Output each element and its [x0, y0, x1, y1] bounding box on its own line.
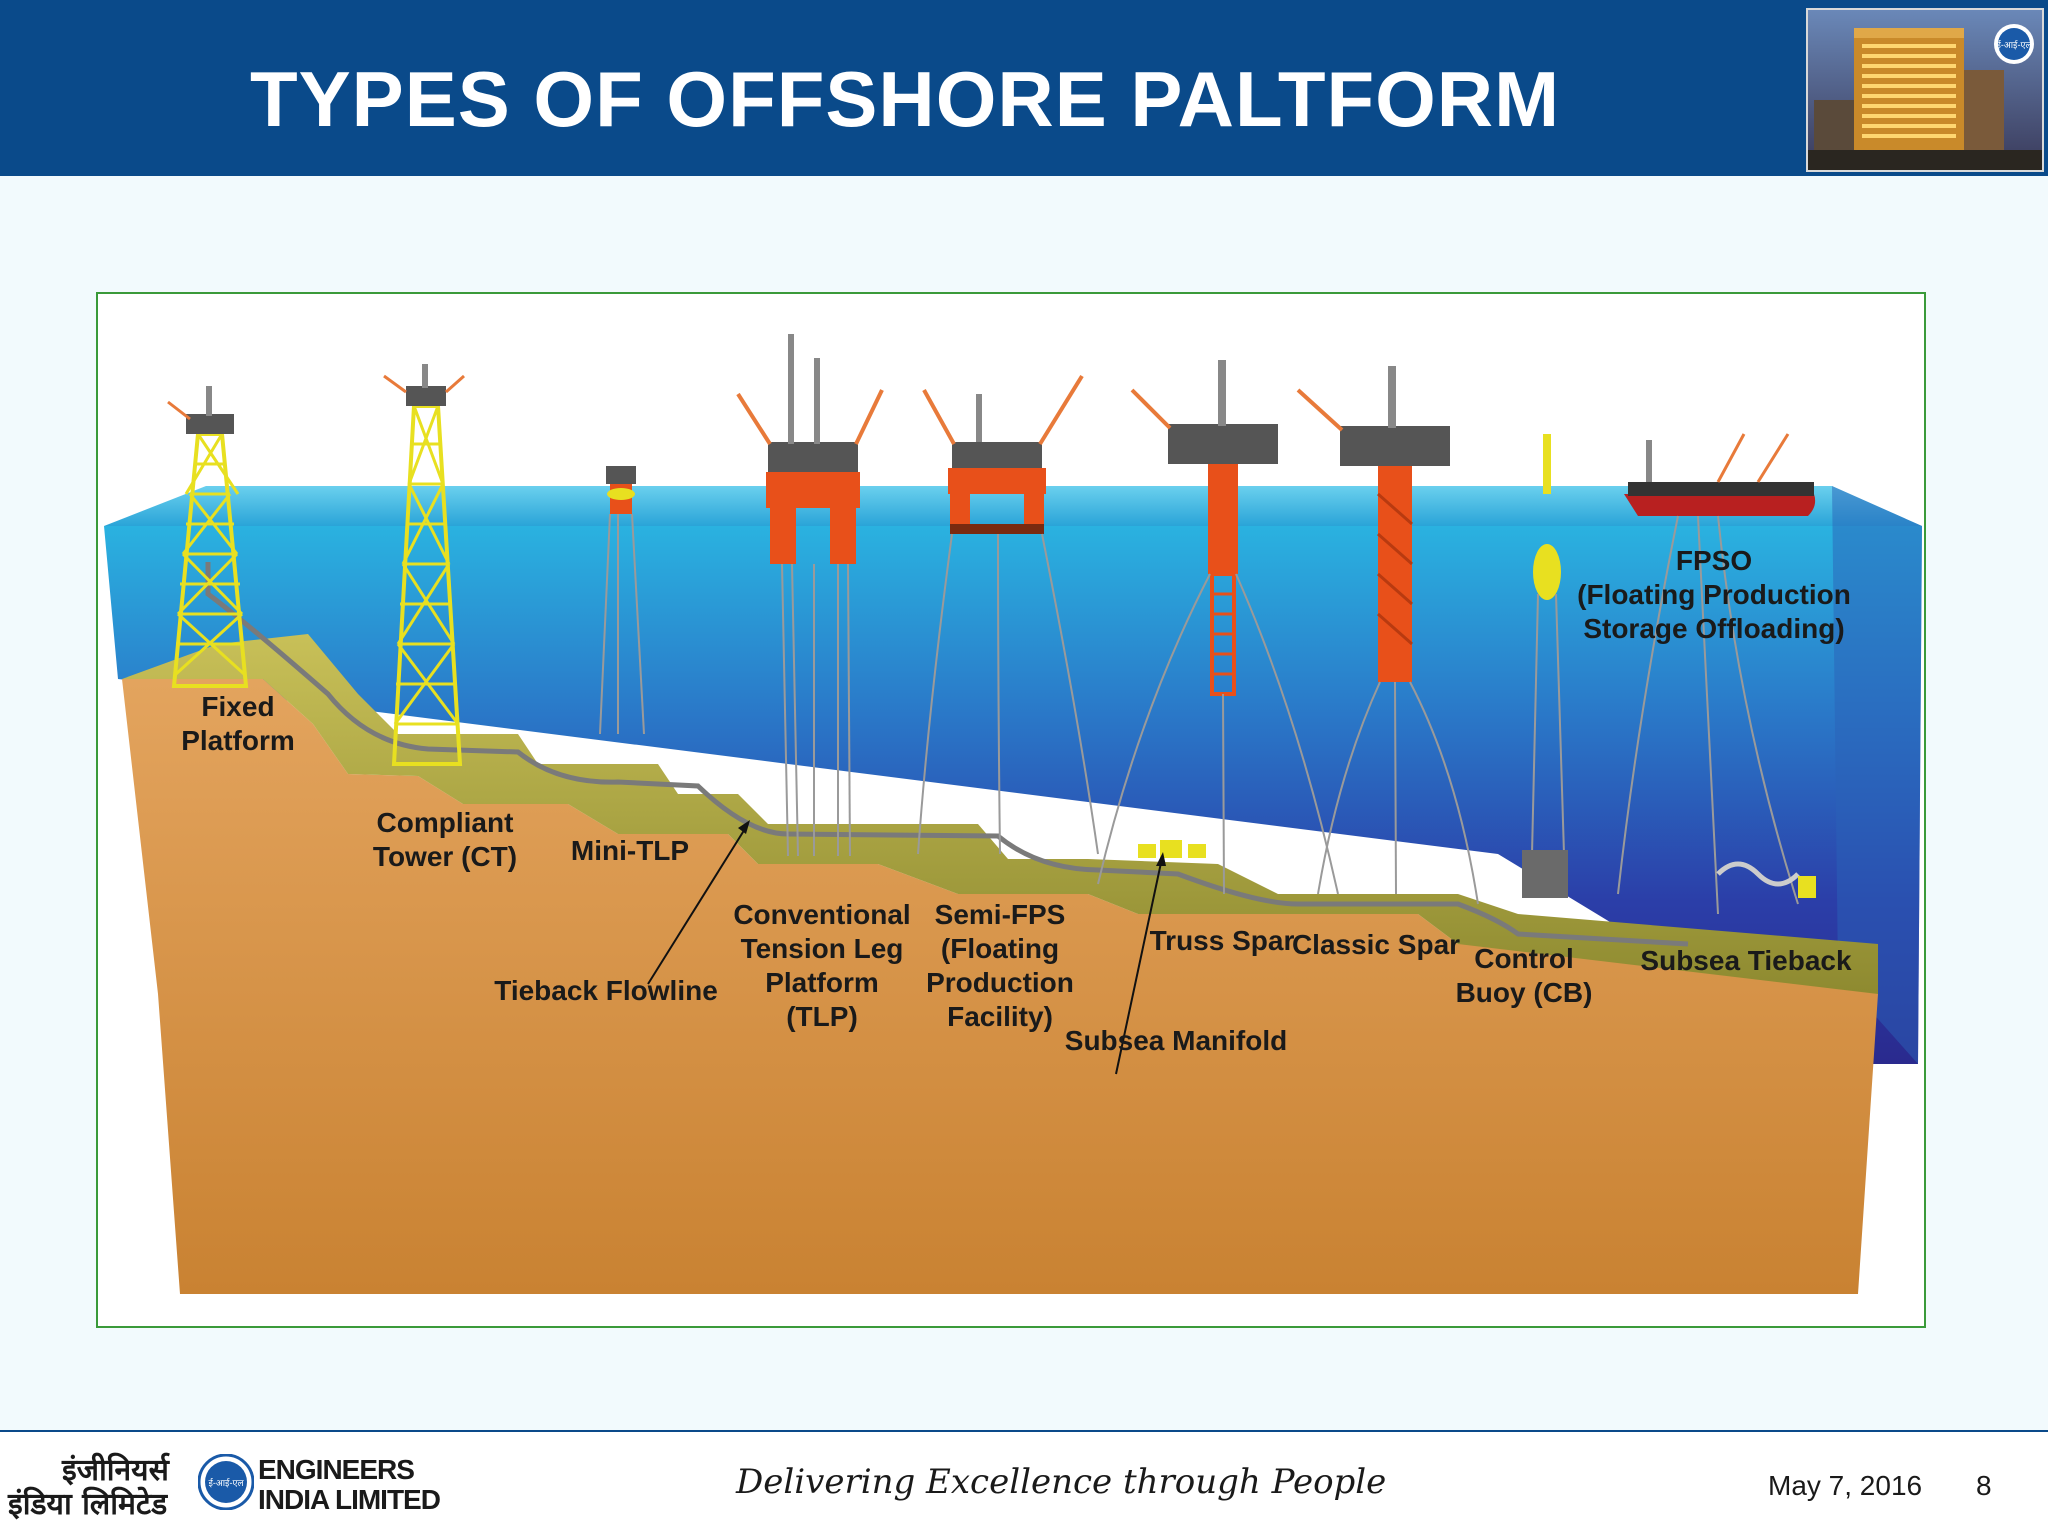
- subsea-tieback-equipment: [1716, 861, 1816, 898]
- control-buoy: [1522, 434, 1568, 898]
- sea-water: [104, 526, 1922, 1064]
- footer-tagline: Delivering Excellence through People: [736, 1462, 1387, 1502]
- label-sfps-2: (Floating: [941, 933, 1059, 964]
- photo-badge-text: ई-आई-एल: [1996, 39, 2032, 50]
- truss-spar: [1097, 360, 1339, 895]
- slide-title: TYPES OF OFFSHORE PALTFORM: [250, 55, 1561, 143]
- compliant-tower: [383, 364, 465, 766]
- logo-english-line-2: INDIA LIMITED: [258, 1484, 441, 1515]
- label-subsea-tieback: Subsea Tieback: [1640, 945, 1852, 976]
- label-control-buoy-2: Buoy (CB): [1456, 977, 1593, 1008]
- label-truss-spar: Truss Spar: [1150, 925, 1295, 956]
- page-number: 8: [1976, 1470, 1992, 1501]
- label-fixed-platform-1: Fixed: [201, 691, 274, 722]
- label-ct-1: Compliant: [377, 807, 514, 838]
- label-subsea-manifold: Subsea Manifold: [1065, 1025, 1287, 1056]
- label-control-buoy-1: Control: [1474, 943, 1574, 974]
- eil-badge-text: ई-आई-एल: [208, 1477, 244, 1488]
- label-tlp-1: Conventional: [733, 899, 910, 930]
- label-fpso-2: (Floating Production: [1577, 579, 1851, 610]
- label-fixed-platform-2: Platform: [181, 725, 295, 756]
- label-tieback-flowline: Tieback Flowline: [494, 975, 718, 1006]
- label-classic-spar: Classic Spar: [1292, 929, 1460, 960]
- footer-divider: [0, 1430, 2048, 1432]
- seabed-soil: [122, 679, 1878, 1294]
- footer-date: May 7, 2016: [1768, 1470, 1923, 1501]
- building-photo: ई-आई-एल: [1806, 8, 2044, 172]
- label-tlp-2: Tension Leg: [741, 933, 904, 964]
- conventional-tlp: [736, 334, 884, 857]
- logo-english-line-1: ENGINEERS: [258, 1454, 415, 1485]
- label-sfps-4: Facility): [947, 1001, 1053, 1032]
- fixed-platform: [167, 386, 249, 688]
- label-tlp-3: Platform: [765, 967, 879, 998]
- footer-bar: [0, 1432, 2048, 1536]
- label-tlp-4: (TLP): [786, 1001, 858, 1032]
- label-fpso-3: Storage Offloading): [1583, 613, 1844, 644]
- logo-hindi-line-2: इंडिया लिमिटेड: [8, 1487, 168, 1522]
- tieback-arrow: [647, 820, 750, 985]
- label-sfps-3: Production: [926, 967, 1074, 998]
- tieback-flowline: [205, 562, 1689, 947]
- mini-tlp: [599, 466, 645, 735]
- label-fpso-1: FPSO: [1676, 545, 1752, 576]
- classic-spar: [1296, 366, 1479, 905]
- label-ct-2: Tower (CT): [373, 841, 517, 872]
- manifold-arrow: [1115, 852, 1166, 1075]
- subsea-manifold: [1138, 840, 1206, 858]
- header-bar: TYPES OF OFFSHORE PALTFORM: [0, 0, 2048, 176]
- semi-fps: [917, 374, 1099, 855]
- label-sfps-1: Semi-FPS: [935, 899, 1066, 930]
- diagram-frame: Fixed Platform Compliant Tower (CT) Mini…: [96, 292, 1926, 1328]
- fpso: [1617, 433, 1816, 915]
- offshore-platforms-diagram: Fixed Platform Compliant Tower (CT) Mini…: [104, 334, 1922, 1294]
- logo-hindi-line-1: इंजीनियर्स: [62, 1453, 169, 1488]
- sea-surface: [104, 486, 1922, 526]
- eil-logo-badge: ई-आई-एल: [198, 1454, 254, 1510]
- label-mini-tlp: Mini-TLP: [571, 835, 689, 866]
